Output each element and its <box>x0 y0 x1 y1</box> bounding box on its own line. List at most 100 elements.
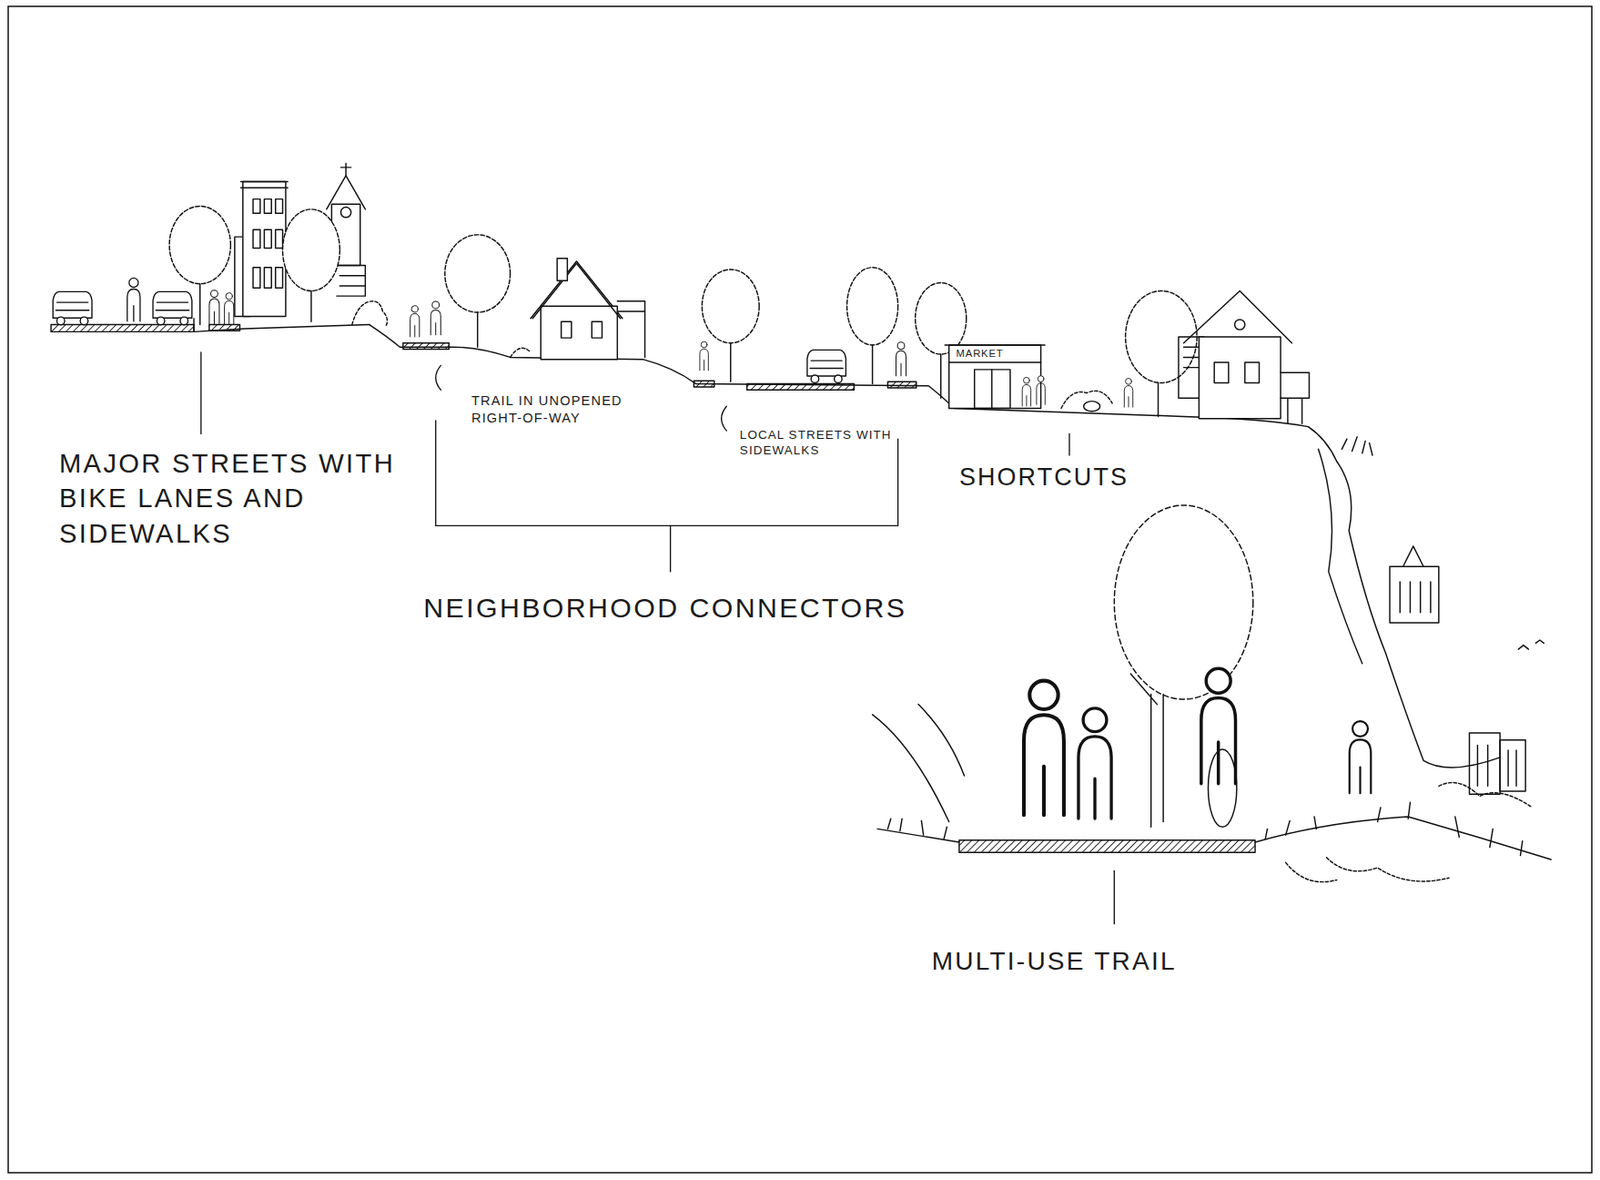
bluff-and-trail-scene-ellipse <box>1207 749 1236 827</box>
leader-lines-path <box>1068 433 1070 456</box>
bluff-and-trail-scene-path <box>1130 673 1164 827</box>
major-street-scene-rect <box>263 229 272 248</box>
major-street-scene-path <box>336 265 365 297</box>
illustration-g <box>50 162 1551 923</box>
leader-lines-path <box>669 525 671 571</box>
neighborhood-scene-rect <box>556 258 568 282</box>
street-type-label: MAJOR STREETS WITH BIKE LANES AND SIDEWA… <box>59 445 396 551</box>
bluff-and-trail-scene-use <box>1349 720 1372 793</box>
major-street-scene-path <box>193 318 370 333</box>
leader-lines-path <box>435 420 899 526</box>
neighborhood-scene-use <box>895 342 906 376</box>
shortcut-scene-circle <box>1235 319 1246 330</box>
bluff-and-trail-scene-path <box>1318 448 1363 663</box>
bluff-and-trail-scene-rect <box>1389 566 1439 623</box>
neighborhood-scene-rect <box>887 381 916 388</box>
bluff-and-trail-scene-rect <box>959 840 1256 852</box>
neighborhood-scene-rect <box>403 343 449 350</box>
group-label: NEIGHBORHOOD CONNECTORS <box>423 589 954 627</box>
major-street-scene-rect <box>263 267 272 288</box>
bluff-and-trail-scene-path <box>1307 426 1500 768</box>
bluff-and-trail-scene-use <box>1023 680 1064 816</box>
bluff-and-trail-scene-ellipse <box>1113 505 1253 699</box>
major-street-scene-rect <box>243 182 286 317</box>
major-street-scene-ellipse <box>169 205 231 284</box>
bluff-and-trail-scene-path <box>1438 782 1531 807</box>
bluff-and-trail-scene-path <box>1286 857 1449 882</box>
major-street-scene-path <box>199 283 201 325</box>
neighborhood-scene-use <box>699 341 709 371</box>
major-street-scene-rect <box>253 199 261 214</box>
major-street-scene-rect <box>275 199 284 214</box>
leader-lines-path <box>1113 870 1115 923</box>
major-street-scene-use <box>52 291 92 325</box>
leader-lines-path <box>435 364 442 390</box>
shortcut-scene-path <box>991 369 993 409</box>
major-street-scene-rect <box>50 324 194 333</box>
shortcut-scene-path <box>944 344 1045 363</box>
street-type-label: MULTI-USE TRAIL <box>931 943 1340 978</box>
neighborhood-scene-rect <box>561 321 572 338</box>
shortcut-scene-path <box>1184 291 1293 344</box>
neighborhood-scene-use <box>807 349 846 383</box>
shortcut-scene-use <box>1022 376 1031 406</box>
bluff-and-trail-scene-path <box>1399 546 1431 613</box>
major-street-scene-rect <box>275 229 284 248</box>
leader-lines <box>201 352 1114 924</box>
shortcut-scene-rect <box>949 344 1042 409</box>
shortcut-scene-path <box>1184 346 1200 367</box>
bluff-and-trail-scene-use <box>1078 708 1112 819</box>
major-street-scene-rect <box>263 199 272 214</box>
major-street-scene-ellipse <box>283 209 341 292</box>
major-street-scene-rect <box>253 267 261 288</box>
bluff-and-trail-scene-path <box>1518 639 1544 649</box>
neighborhood-scene-ellipse <box>445 234 511 313</box>
bluff-and-trail-scene-path <box>872 704 965 822</box>
major-street-scene-path <box>241 182 289 189</box>
bluff-and-trail-scene <box>872 426 1552 882</box>
neighborhood-scene-rect <box>747 384 855 391</box>
neighborhood-scene-path <box>871 344 873 385</box>
neighborhood-scene-rect <box>693 380 714 387</box>
major-street-scene-path <box>340 162 351 175</box>
bluff-and-trail-scene-path <box>1477 744 1517 786</box>
frame <box>8 6 1592 1173</box>
major-street-scene-rect <box>275 267 284 288</box>
neighborhood-scene-rect <box>540 305 618 359</box>
shortcut-scene-use <box>1124 378 1133 408</box>
neighborhood-scene-path <box>532 263 620 319</box>
neighborhood-scene-path <box>617 301 645 358</box>
major-street-scene <box>50 162 387 332</box>
neighborhood-scene-ellipse <box>915 283 967 355</box>
shortcut-scene-rect <box>1198 336 1281 419</box>
major-street-scene-use <box>152 291 193 325</box>
neighborhood-scene-ellipse <box>847 267 899 345</box>
bluff-and-trail-scene-rect <box>1468 732 1500 794</box>
neighborhood-scene <box>369 234 1308 427</box>
neighborhood-scene-path <box>369 324 1308 427</box>
shortcut-scene-ellipse <box>1083 401 1101 412</box>
shortcut-scene <box>944 291 1309 425</box>
callout-label: LOCAL STREETS WITH SIDEWALKS <box>739 426 893 460</box>
major-street-scene-path <box>326 175 366 210</box>
major-street-scene-circle <box>340 207 351 218</box>
major-street-scene-rect <box>253 229 261 248</box>
neighborhood-scene-path <box>476 312 478 347</box>
neighborhood-scene-path <box>510 347 531 357</box>
shortcut-scene-path <box>1061 390 1113 408</box>
shortcut-scene-rect <box>1214 362 1229 383</box>
shortcut-scene-rect <box>1245 362 1260 383</box>
shortcut-scene-rect <box>974 369 1011 409</box>
callout-label: TRAIL IN UNOPENED RIGHT-OF-WAY <box>471 392 676 427</box>
shortcut-scene-path <box>1157 382 1159 416</box>
major-street-scene-path <box>352 301 388 327</box>
neighborhood-scene-use <box>410 305 420 337</box>
shortcut-scene-path <box>1280 372 1309 424</box>
major-street-scene-use <box>224 293 234 325</box>
neighborhood-scene-path <box>940 354 942 398</box>
bluff-and-trail-scene-path <box>877 816 1551 860</box>
neighborhood-scene-path <box>729 343 731 383</box>
